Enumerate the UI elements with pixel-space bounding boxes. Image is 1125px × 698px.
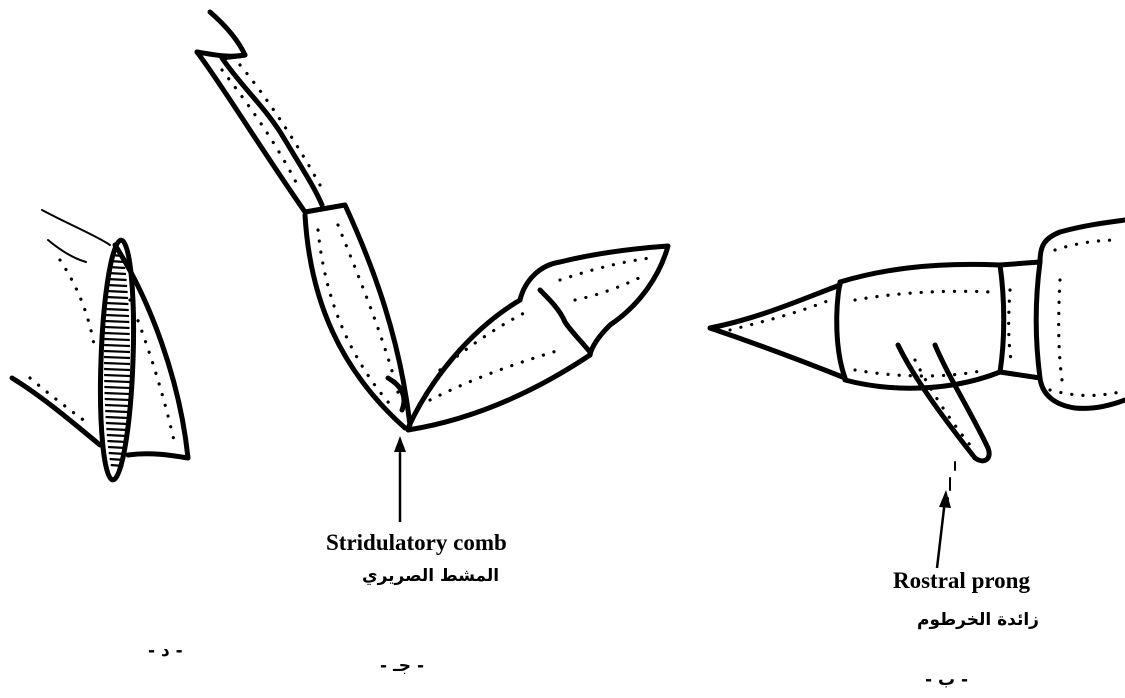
panel-label-j: - جـ - bbox=[380, 656, 424, 676]
stridulatory-comb-arabic-label: المشط الصريري bbox=[362, 566, 499, 586]
rostral-prong bbox=[898, 345, 989, 461]
comb-tooth bbox=[110, 261, 125, 262]
comb-tooth bbox=[106, 417, 129, 418]
comb-oval bbox=[97, 240, 137, 481]
panel-label-d: - د - bbox=[148, 641, 183, 661]
figure-j-leg bbox=[197, 12, 668, 430]
comb-tooth bbox=[109, 453, 125, 454]
comb-tooth bbox=[104, 345, 130, 346]
comb-tooth bbox=[104, 363, 130, 364]
comb-tooth bbox=[107, 279, 126, 280]
comb-tooth bbox=[106, 297, 128, 298]
comb-tooth bbox=[104, 375, 130, 376]
comb-tooth bbox=[104, 387, 129, 388]
comb-tooth bbox=[106, 291, 127, 292]
stridulatory-comb-arrow bbox=[394, 436, 406, 522]
comb-tooth bbox=[106, 303, 129, 304]
stridulatory-comb-label: Stridulatory comb bbox=[326, 530, 507, 556]
comb-tooth bbox=[110, 459, 125, 460]
comb-tooth bbox=[105, 309, 129, 310]
comb-tooth bbox=[109, 267, 125, 268]
panel-label-b: - ب - bbox=[925, 670, 968, 690]
comb-tooth bbox=[105, 411, 129, 412]
rostral-prong-label: Rostral prong bbox=[893, 568, 1030, 594]
comb-tooth bbox=[107, 441, 126, 442]
comb-tooth bbox=[105, 405, 129, 406]
figure-d-leg-with-comb bbox=[12, 210, 188, 480]
comb-tooth bbox=[107, 285, 127, 286]
comb-tooth bbox=[105, 393, 130, 394]
comb-tooth bbox=[108, 273, 126, 274]
figure-b-rostrum bbox=[710, 220, 1125, 505]
comb-tooth bbox=[111, 255, 124, 256]
comb-tooth bbox=[104, 357, 130, 358]
rostral-prong-arrow bbox=[937, 490, 951, 568]
comb-tooth bbox=[108, 447, 126, 448]
comb-tooth bbox=[104, 339, 130, 340]
comb-tooth bbox=[106, 423, 128, 424]
comb-tooth bbox=[107, 435, 127, 436]
comb-tooth bbox=[105, 399, 130, 400]
comb-tooth bbox=[105, 315, 129, 316]
comb-tooth bbox=[111, 465, 124, 466]
comb-tooth bbox=[106, 429, 127, 430]
comb-tooth bbox=[104, 333, 129, 334]
comb-tooth bbox=[105, 321, 130, 322]
comb-tooth bbox=[104, 369, 130, 370]
rostral-prong-arabic-label: زائدة الخرطوم bbox=[917, 610, 1039, 630]
comb-tooth bbox=[105, 327, 130, 328]
comb-tooth bbox=[104, 351, 130, 352]
comb-tooth bbox=[104, 381, 130, 382]
